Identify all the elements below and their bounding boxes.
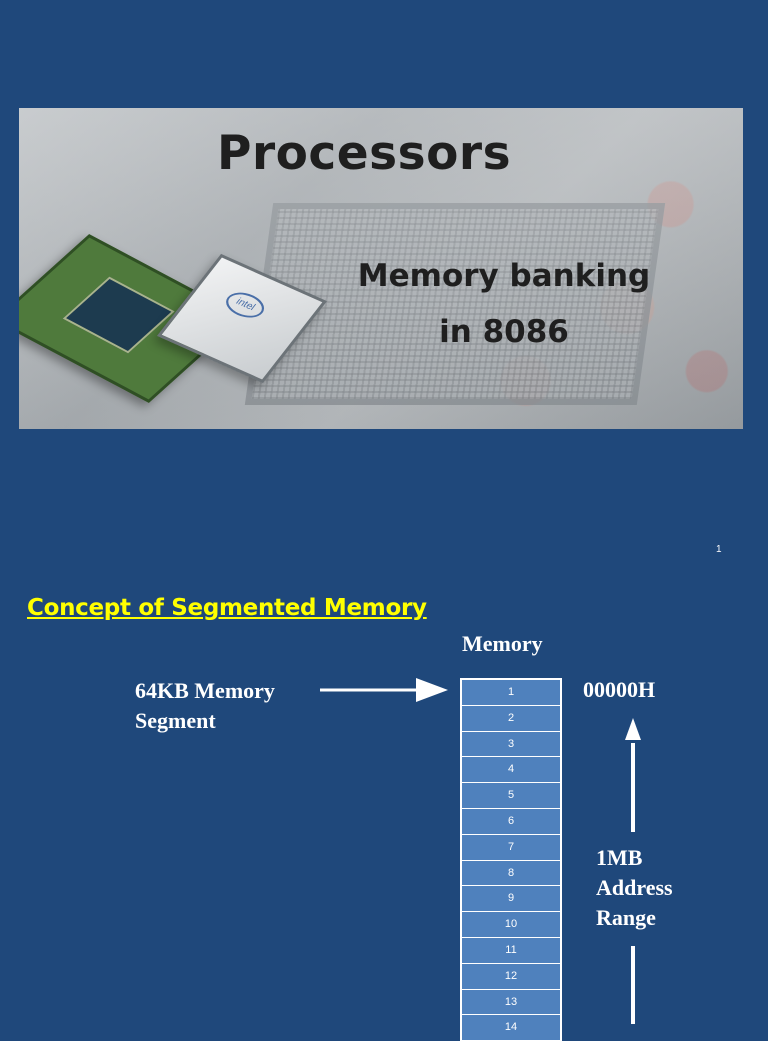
diagram-arrows: [320, 678, 641, 1024]
memory-cell: 8: [462, 860, 560, 887]
memory-cell: 7: [462, 834, 560, 861]
address-range-label: 1MB Address Range: [596, 843, 673, 933]
range-label-line2: Address: [596, 875, 673, 900]
memory-cell: 9: [462, 886, 560, 913]
memory-cell: 6: [462, 808, 560, 835]
memory-cell: 1: [462, 680, 560, 706]
banner-title: Processors: [217, 126, 512, 181]
memory-cell: 4: [462, 757, 560, 784]
start-address: 00000H: [583, 677, 656, 702]
range-label-line3: Range: [596, 905, 656, 930]
segmented-memory-slide: Concept of Segmented Memory Memory 64KB …: [0, 568, 768, 1041]
right-arrow-icon: [320, 678, 448, 702]
memory-cell: 12: [462, 963, 560, 990]
memory-heading: Memory: [462, 631, 543, 656]
intel-logo: intel: [220, 287, 271, 323]
memory-cell: 11: [462, 937, 560, 964]
page-number: 1: [716, 544, 722, 555]
memory-cell: 2: [462, 705, 560, 732]
range-label-line1: 1MB: [596, 845, 643, 870]
slide-title: Concept of Segmented Memory: [27, 595, 427, 621]
memory-cell: 5: [462, 783, 560, 809]
up-arrow-icon: [625, 718, 641, 832]
memory-cell: 14: [462, 1015, 560, 1041]
segment-label-line1: 64KB Memory: [135, 678, 275, 703]
memory-cell: 10: [462, 912, 560, 938]
segment-label-line2: Segment: [135, 708, 216, 733]
banner-subtitle-line1: Memory banking: [357, 258, 651, 294]
memory-cell: 13: [462, 989, 560, 1016]
banner-subtitle: Memory banking in 8086: [324, 248, 684, 360]
memory-cell: 3: [462, 731, 560, 758]
banner-image: intel Processors Memory banking in 8086: [19, 108, 743, 429]
banner-subtitle-line2: in 8086: [439, 314, 569, 350]
title-slide: intel Processors Memory banking in 8086 …: [19, 108, 743, 555]
segment-label: 64KB Memory Segment: [135, 676, 275, 736]
